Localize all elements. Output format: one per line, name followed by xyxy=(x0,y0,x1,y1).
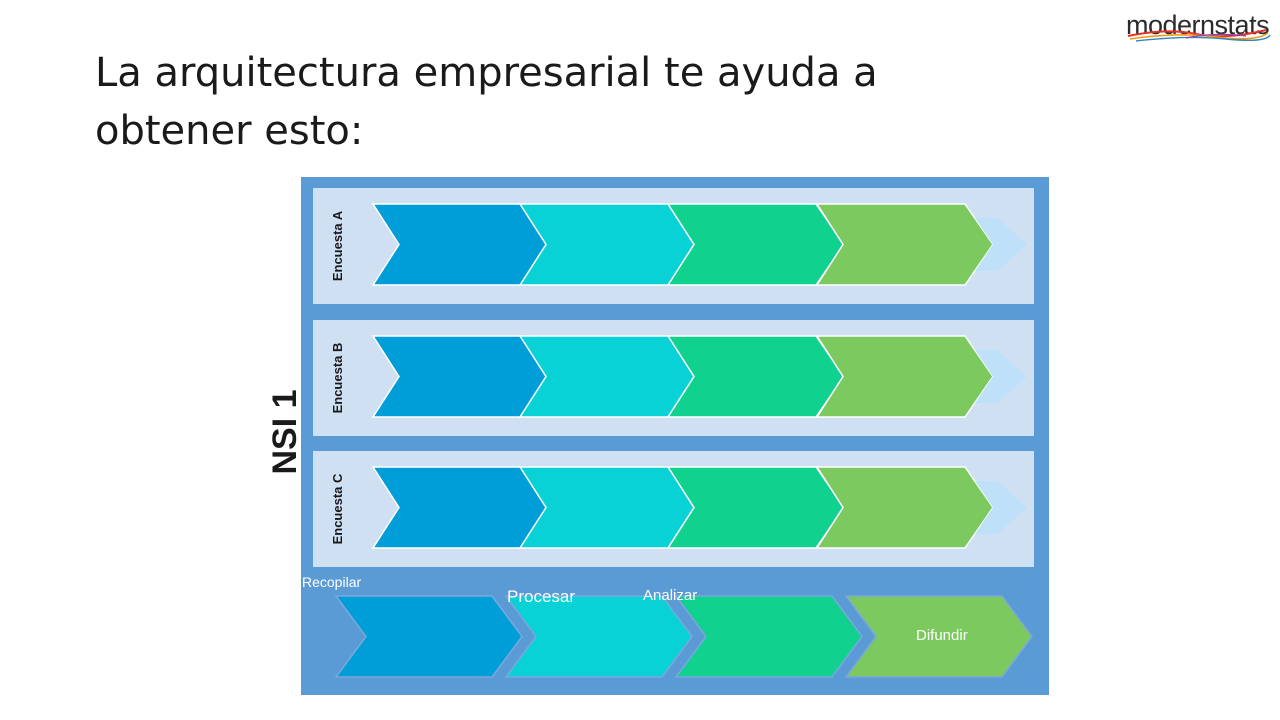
survey-process-chevron xyxy=(815,335,994,418)
slide-title: La arquitectura empresarial te ayuda a o… xyxy=(95,50,878,154)
logo-underline-strokes xyxy=(1127,29,1271,42)
phase-chevron xyxy=(674,595,863,678)
survey-tail-chevron xyxy=(975,218,1027,271)
phase-chevron xyxy=(844,595,1033,678)
survey-label: Encuesta A xyxy=(330,210,345,281)
survey-process-chevron xyxy=(371,335,550,418)
survey-process-chevron xyxy=(815,203,994,286)
survey-process-chevron xyxy=(518,203,697,286)
survey-process-chevron xyxy=(371,466,550,549)
survey-process-chevron xyxy=(666,335,845,418)
survey-label: Encuesta C xyxy=(330,473,345,544)
phase-label-recopilar: Recopilar xyxy=(302,574,361,590)
survey-process-chevron xyxy=(371,203,550,286)
phase-label-difundir: Difundir xyxy=(916,627,968,644)
phase-chevron xyxy=(504,595,693,678)
survey-tail-chevron xyxy=(975,481,1027,534)
survey-tail-chevron xyxy=(975,350,1027,403)
phase-chevron xyxy=(334,595,523,678)
survey-process-chevron xyxy=(518,466,697,549)
nsi-label: NSI 1 xyxy=(266,389,304,474)
survey-process-chevron xyxy=(666,466,845,549)
survey-process-chevron xyxy=(666,203,845,286)
survey-process-chevron xyxy=(518,335,697,418)
survey-process-chevron xyxy=(815,466,994,549)
modernstats-logo: modernstats xyxy=(1126,8,1272,44)
phase-label-procesar: Procesar xyxy=(507,587,575,606)
phase-label-analizar: Analizar xyxy=(643,587,697,604)
survey-label: Encuesta B xyxy=(330,343,345,414)
